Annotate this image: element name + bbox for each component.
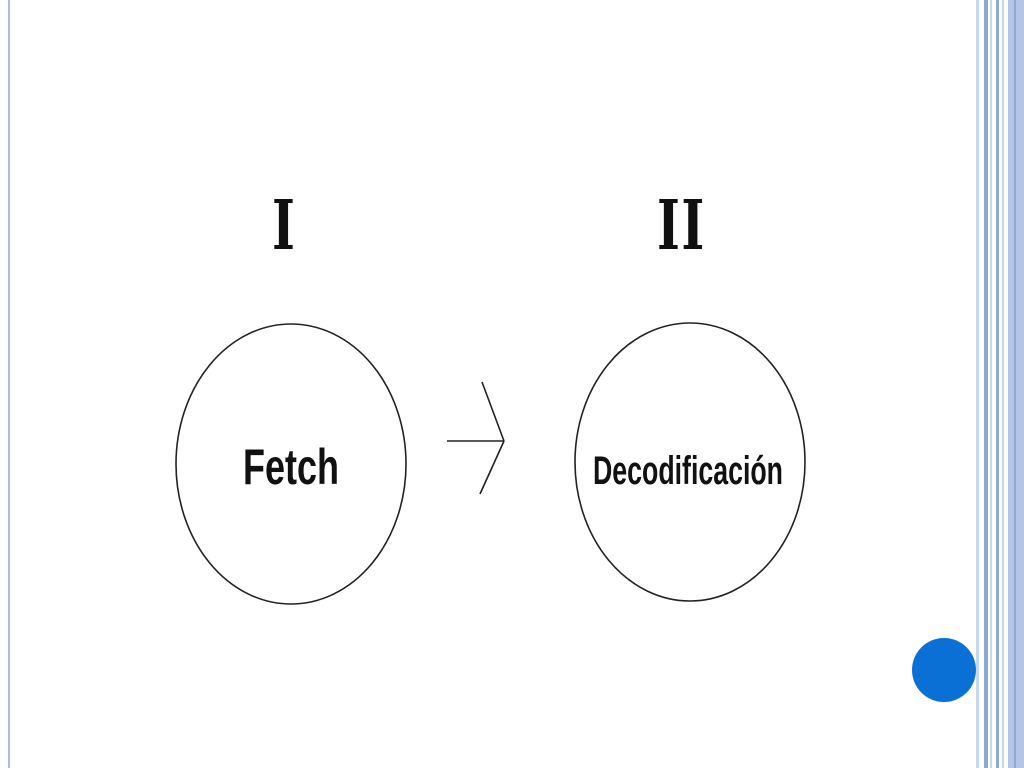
stage-1-numeral: I [272,186,297,266]
accent-dot [912,638,976,702]
right-decorative-stripes [976,0,1024,768]
fetch-stage-label: Fetch [243,439,339,495]
fetch-stage-circle [175,323,407,605]
decode-stage-circle [574,322,806,602]
left-border-line [8,0,10,768]
stage-2-numeral: II [657,186,706,266]
decode-stage-label: Decodificación [593,449,783,493]
arrow-icon [447,381,505,495]
